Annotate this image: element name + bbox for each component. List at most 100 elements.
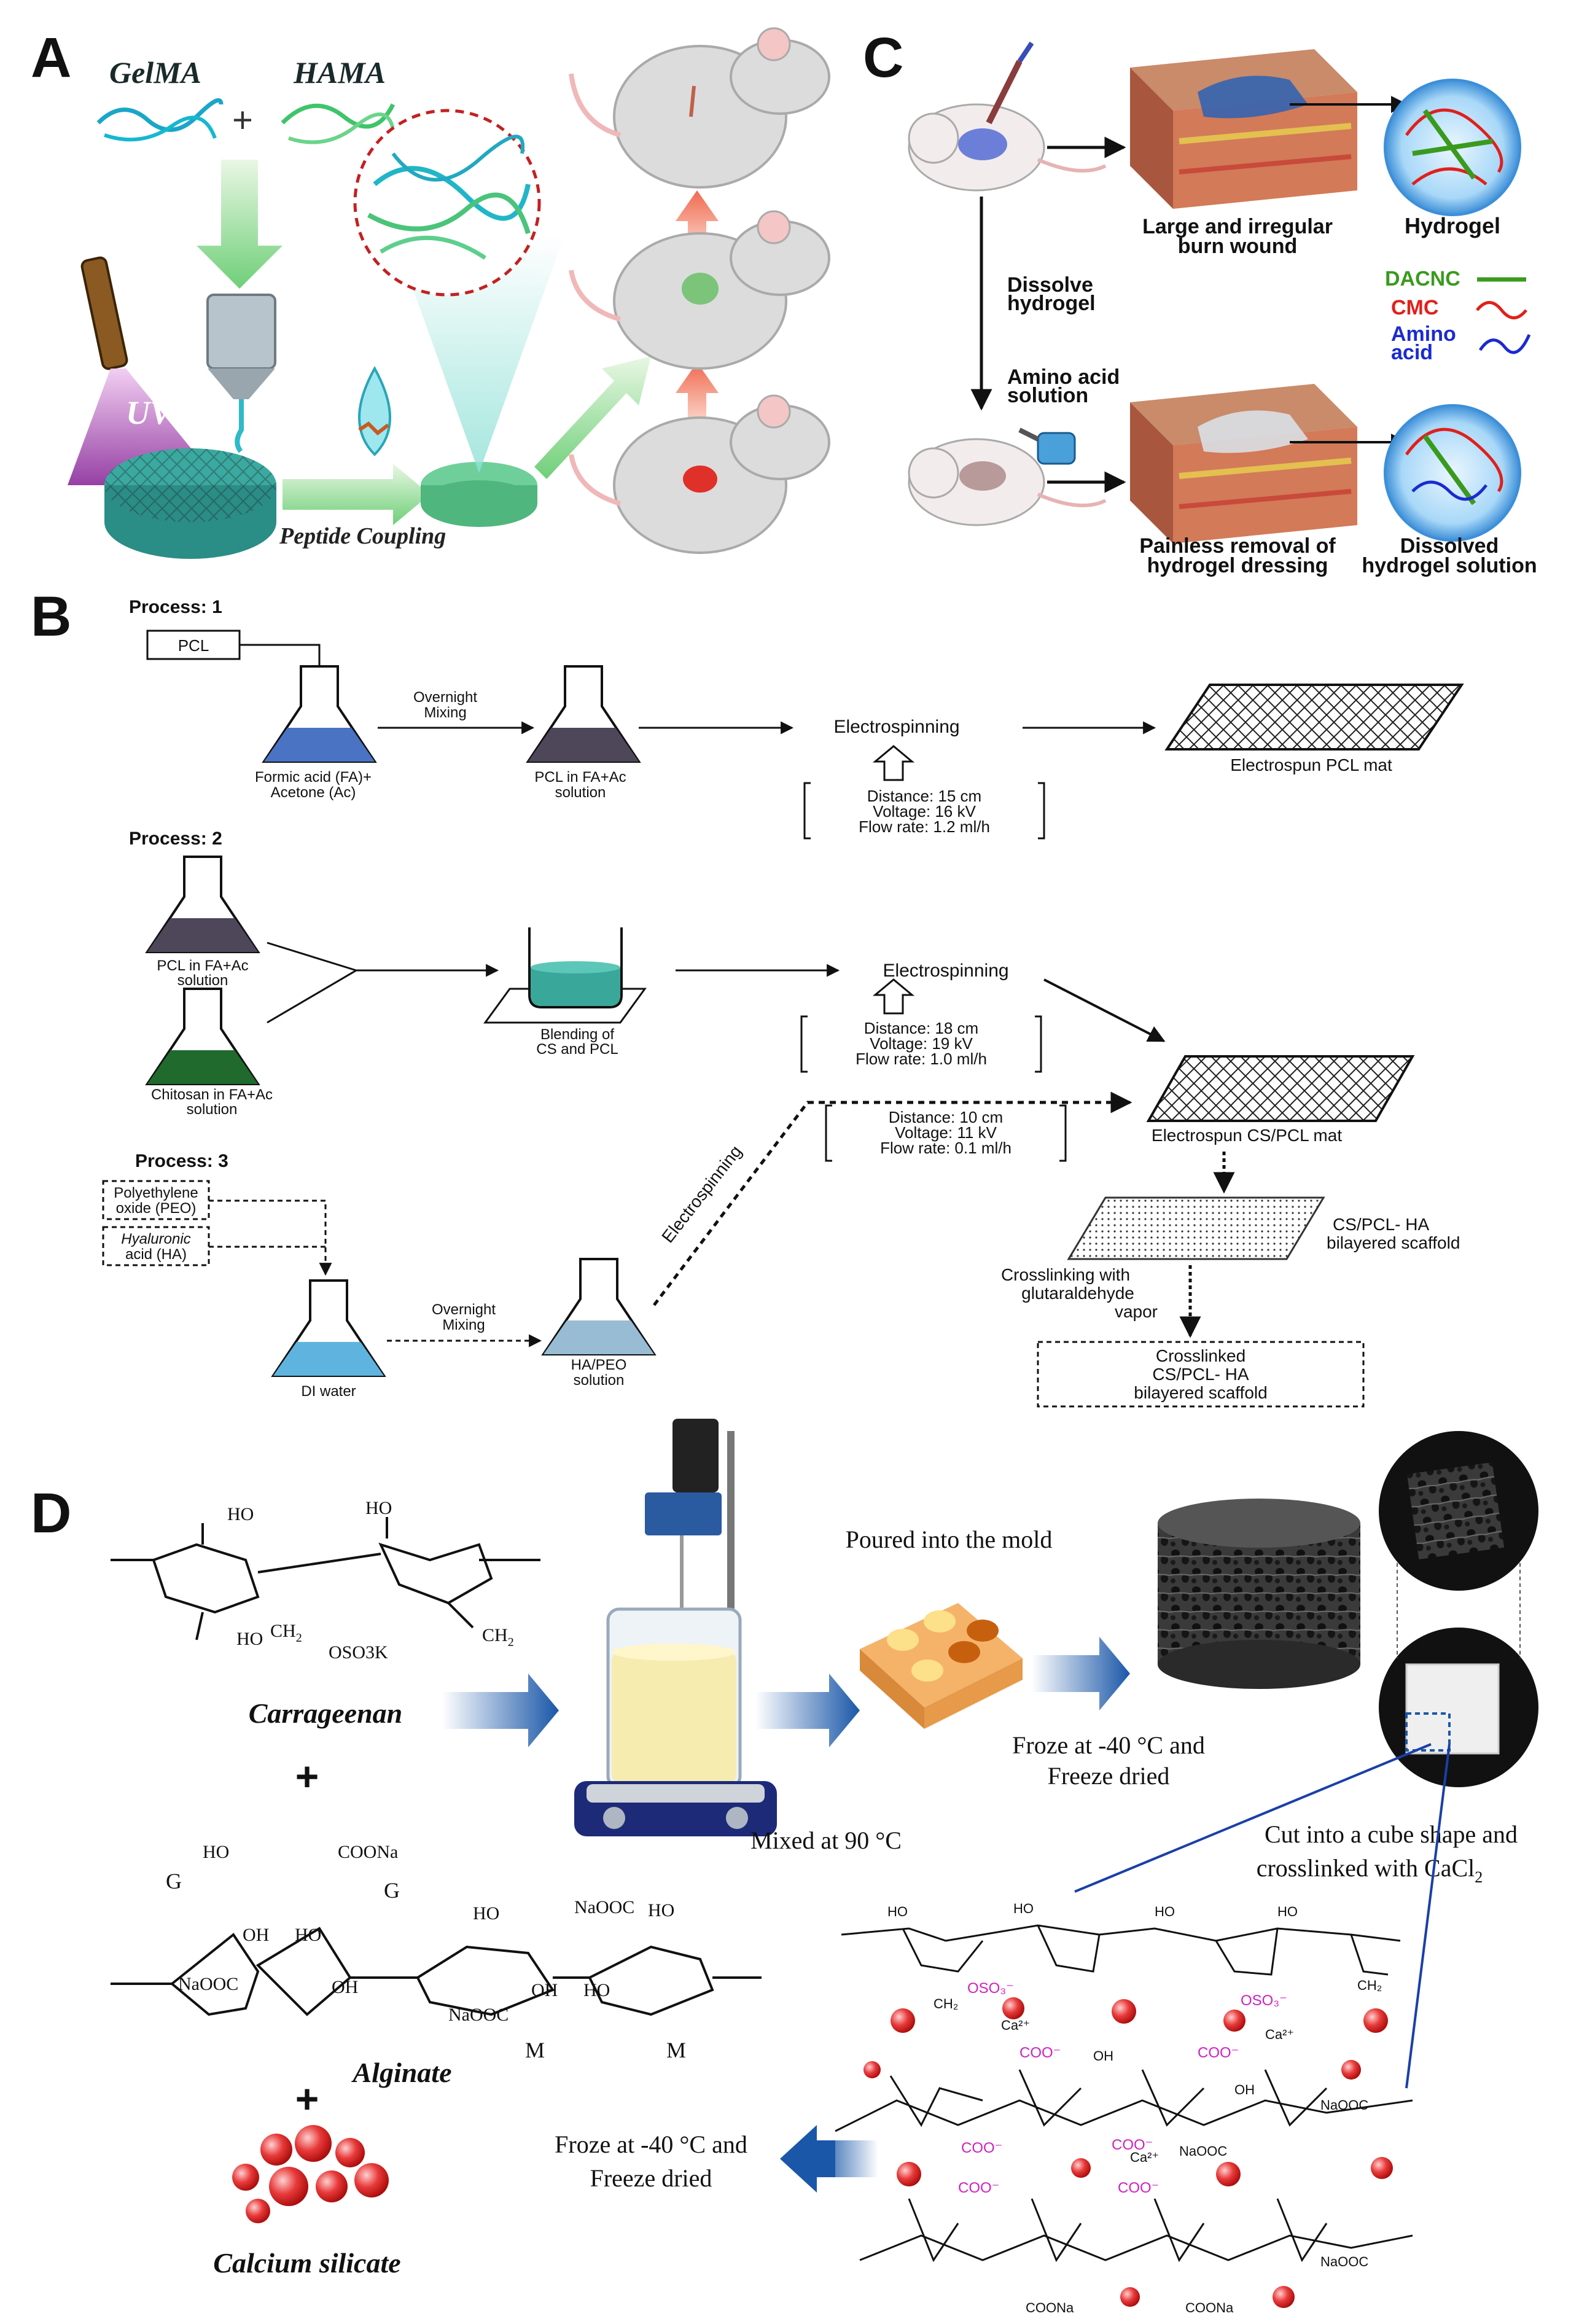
alginate-label: Alginate [351, 2057, 451, 2088]
plus-2: + [295, 2076, 319, 2121]
painless-label-1: Painless removal of [1139, 534, 1336, 558]
overnight-1: Overnight [413, 689, 477, 706]
panel-a-letter: A [31, 26, 71, 89]
net-coo-3: COO⁻ [1198, 2045, 1239, 2061]
final-label-3: bilayered scaffold [1134, 1383, 1267, 1402]
cut-label-1: Cut into a cube shape and [1265, 1820, 1518, 1848]
flask-pcl-solution [526, 665, 641, 763]
g-label-2: G [384, 1878, 400, 1903]
pcl-mat-label: Electrospun PCL mat [1230, 755, 1392, 774]
pcl-box [146, 630, 241, 660]
overnight-3: Overnight [432, 1301, 496, 1318]
cs-pcl-mat [1146, 1055, 1415, 1122]
mouse-c-bottom [908, 427, 1107, 526]
crosslinked-network [835, 1924, 1413, 2263]
net-coo-2: COO⁻ [1019, 2045, 1061, 2061]
amino-solution-label-2: solution [1007, 384, 1088, 407]
net-coona-2: COONa [1185, 2300, 1234, 2315]
crosslink-label-2: glutaraldehyde [1021, 1284, 1134, 1303]
legend-dacnc: DACNC [1385, 267, 1460, 290]
hama-strand [281, 103, 396, 129]
hydrogel-label: Hydrogel [1405, 213, 1500, 238]
carrageenan-structure [111, 1517, 540, 1640]
process-1-title: Process: 1 [129, 597, 222, 617]
gelma-label: GelMA [109, 55, 201, 90]
poured-label: Poured into the mold [846, 1526, 1053, 1553]
net-ho-1: HO [887, 1904, 908, 1919]
white-cube [1405, 1663, 1500, 1755]
zoom-circle [353, 109, 541, 297]
net-coo-6: COO⁻ [1118, 2180, 1159, 2196]
amino-solution-label-1: Amino acid [1007, 365, 1120, 389]
flask-fa-ac [262, 665, 377, 763]
hama-label: HAMA [293, 55, 386, 90]
uv-label: UV [126, 394, 174, 431]
di-water-label: DI water [301, 1383, 356, 1400]
arrow-back [780, 2125, 835, 2193]
peptide-label: Peptide Coupling [279, 523, 446, 549]
p1-voltage: Voltage: 16 kV [873, 802, 976, 821]
carrageenan-label: Carrageenan [249, 1698, 402, 1729]
panel-d: D HO HO HO CH2 OSO3K CH2 Carrageenan + [31, 1419, 1538, 2315]
dissolve-label-2: hydrogel [1007, 292, 1096, 315]
alg-ho-5: HO [583, 1980, 610, 2000]
net-ca-1: Ca²⁺ [1001, 2018, 1030, 2033]
skin-block-top [1130, 49, 1357, 209]
flask-di-water [271, 1279, 386, 1377]
mold-tray [860, 1603, 1023, 1729]
burn-wound-label-2: burn wound [1178, 235, 1298, 258]
bilayer-label-1: CS/PCL- HA [1333, 1215, 1429, 1234]
g-label-1: G [166, 1869, 182, 1893]
p1-distance: Distance: 15 cm [867, 787, 981, 805]
scaffold-to-mouse-arrow [534, 356, 651, 479]
froze-2-label-2: Freeze dried [590, 2164, 712, 2192]
calcium-silicate-beads [232, 2125, 389, 2223]
bilayer-label-2: bilayered scaffold [1327, 1233, 1460, 1252]
dissolved-label-2: hydrogel solution [1362, 554, 1537, 577]
mouse-c-top [908, 41, 1107, 192]
up-hollow-arrow-1 [872, 745, 915, 781]
overhead-stirrer [574, 1419, 777, 1836]
flask-pcl-2-label-2: solution [177, 972, 228, 989]
chitosan-label-2: solution [187, 1101, 238, 1118]
blending-label-1: Blending of [540, 1026, 614, 1043]
legend-cmc: CMC [1391, 296, 1438, 319]
mixed-label: Mixed at 90 °C [750, 1827, 902, 1854]
alg-oh-3: OH [531, 1980, 558, 2000]
pcl-solution-label-1: PCL in FA+Ac [534, 769, 626, 786]
flask-fa-label-2: Acetone (Ac) [271, 784, 356, 801]
alg-naooc-3: NaOOC [448, 2005, 509, 2025]
net-coo-5: COO⁻ [958, 2180, 999, 2196]
burn-wound-label-1: Large and irregular [1142, 215, 1333, 238]
arrow-to-stirrer [442, 1674, 559, 1747]
alg-ho-2: HO [295, 1925, 321, 1945]
net-oso3-1: OSO₃⁻ [967, 1980, 1014, 1997]
plus-1: + [295, 1753, 319, 1799]
peo-label-1: Polyethylene [114, 1185, 198, 1201]
flask-fa-label-1: Formic acid (FA)+ [255, 769, 372, 786]
electrospinning-diag: Electrospinning [658, 1142, 745, 1246]
mouse-wound [569, 394, 830, 554]
ha-peo-label-2: solution [574, 1372, 625, 1389]
final-label-1: Crosslinked [1156, 1346, 1245, 1365]
painless-label-2: hydrogel dressing [1147, 554, 1328, 577]
flask-ha-peo [541, 1258, 657, 1355]
cs-pcl-mat-label: Electrospun CS/PCL mat [1152, 1126, 1342, 1145]
alg-ho-3: HO [473, 1903, 499, 1924]
flask-chitosan [145, 988, 260, 1085]
plus-sign: + [232, 100, 253, 140]
net-naooc-1: NaOOC [1320, 2097, 1368, 2113]
net-ca-3: Ca²⁺ [1130, 2150, 1159, 2165]
alg-naooc-2: NaOOC [574, 1897, 634, 1917]
m-label-2: M [666, 2038, 686, 2062]
chitosan-label-1: Chitosan in FA+Ac [151, 1086, 273, 1103]
ha-peo-label-1: HA/PEO [571, 1357, 627, 1373]
panel-c: C Large and irregular burn wound Hydrog [863, 26, 1537, 577]
process-3-title: Process: 3 [135, 1151, 228, 1171]
net-coo-4: COO⁻ [1112, 2137, 1153, 2153]
froze-1-label-2: Freeze dried [1048, 1762, 1170, 1790]
mouse-healed [569, 27, 830, 189]
net-ch2-2: CH₂ [1357, 1978, 1382, 1993]
net-ho-3: HO [1155, 1904, 1175, 1919]
mouse-healing [569, 210, 830, 370]
